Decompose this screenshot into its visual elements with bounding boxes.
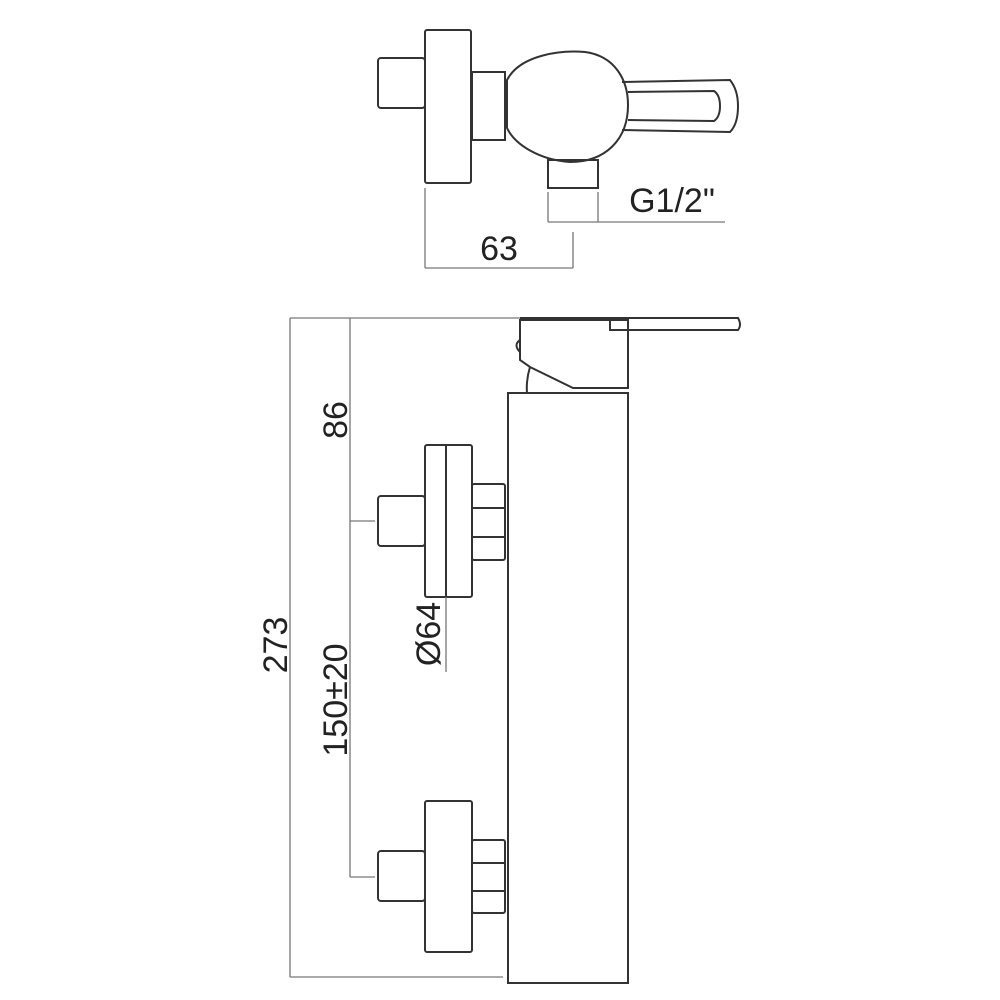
top-lever-handle [621, 78, 740, 134]
top-view: 63 G1/2" [377, 29, 740, 269]
dim-depth-label: 63 [480, 230, 518, 268]
dim-inlet-spacing-label: 150±20 [317, 643, 355, 756]
side-lever-head [519, 319, 629, 389]
dim-thread-label: G1/2" [629, 182, 715, 220]
lower-nut [471, 839, 506, 914]
dim-flange-diameter-label: Ø64 [410, 602, 448, 666]
side-lever-detail [525, 366, 531, 394]
top-outlet [547, 159, 599, 189]
upper-inlet [377, 444, 506, 598]
upper-nut [471, 483, 506, 561]
top-inlet-stub [377, 57, 426, 109]
top-collar [471, 71, 506, 141]
side-lever-handle [520, 317, 741, 331]
side-view: 86 150±20 273 Ø64 [257, 317, 741, 984]
top-wall-flange [424, 29, 472, 184]
lower-inlet [377, 800, 506, 953]
top-lever-slot [627, 89, 722, 123]
dim-lever-height-label: 86 [317, 401, 355, 439]
lower-flange [424, 800, 473, 953]
upper-inlet-stub [377, 495, 426, 547]
lower-inlet-stub [377, 850, 426, 902]
upper-flange [424, 444, 473, 598]
top-mixer-body [506, 50, 630, 164]
side-mixer-body [507, 392, 629, 984]
dim-total-height-label: 273 [257, 617, 295, 674]
side-lever-detail [515, 339, 521, 353]
